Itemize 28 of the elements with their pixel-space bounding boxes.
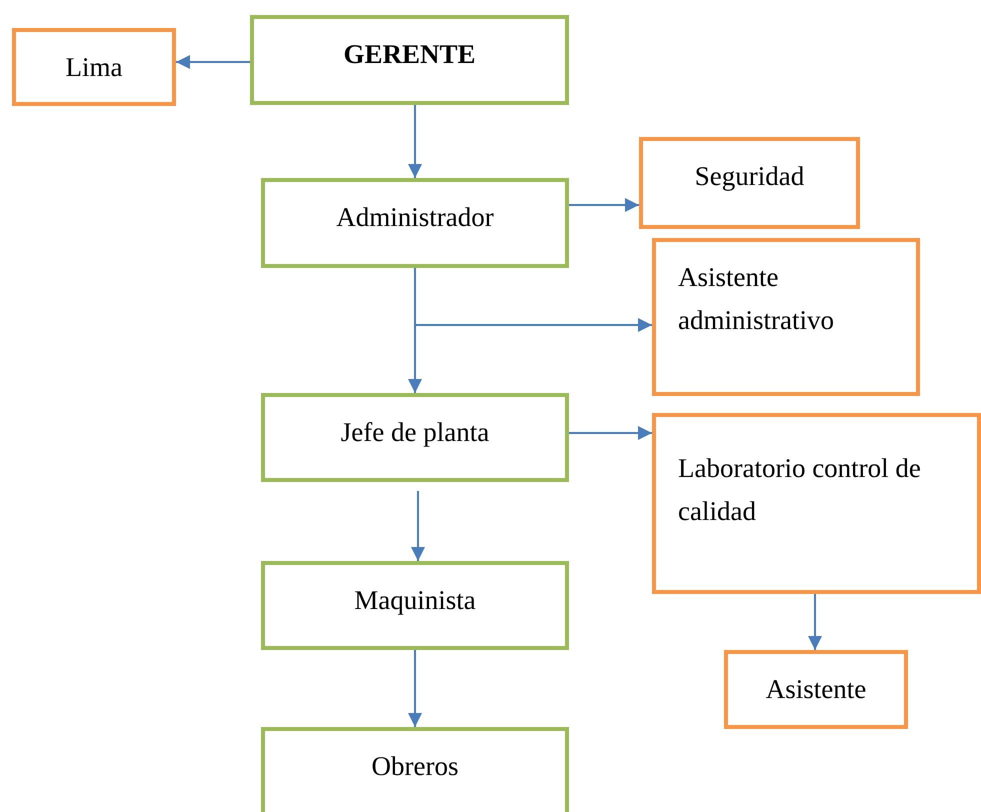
org-chart-box — [250, 15, 569, 105]
org-chart-box — [724, 650, 908, 729]
box-label: Jefe de planta — [340, 416, 490, 449]
org-chart-box — [261, 727, 569, 812]
org-chart-box — [12, 28, 176, 106]
arrow — [176, 55, 250, 69]
box-label: Seguridad — [694, 160, 806, 193]
box-label: Administrador — [335, 201, 495, 234]
box-label: Laboratorio control de calidad — [678, 452, 922, 528]
arrow — [408, 650, 422, 727]
arrow — [411, 491, 425, 561]
box-label: Lima — [64, 51, 124, 84]
arrow — [569, 426, 652, 440]
box-label: GERENTE — [342, 38, 477, 71]
org-chart-box — [639, 137, 860, 229]
org-chart-box — [261, 178, 569, 268]
org-chart-box — [261, 561, 569, 650]
arrow — [414, 268, 652, 332]
org-chart-box — [261, 393, 569, 482]
org-chart-box — [652, 413, 981, 594]
box-label: Maquinista — [353, 584, 477, 617]
arrow — [569, 198, 639, 212]
arrow — [808, 594, 822, 650]
arrow — [408, 105, 422, 178]
org-chart-box — [652, 238, 920, 396]
box-label: Obreros — [370, 750, 460, 783]
box-label: Asistente administrativo — [678, 261, 835, 338]
box-label: Asistente — [764, 673, 868, 706]
